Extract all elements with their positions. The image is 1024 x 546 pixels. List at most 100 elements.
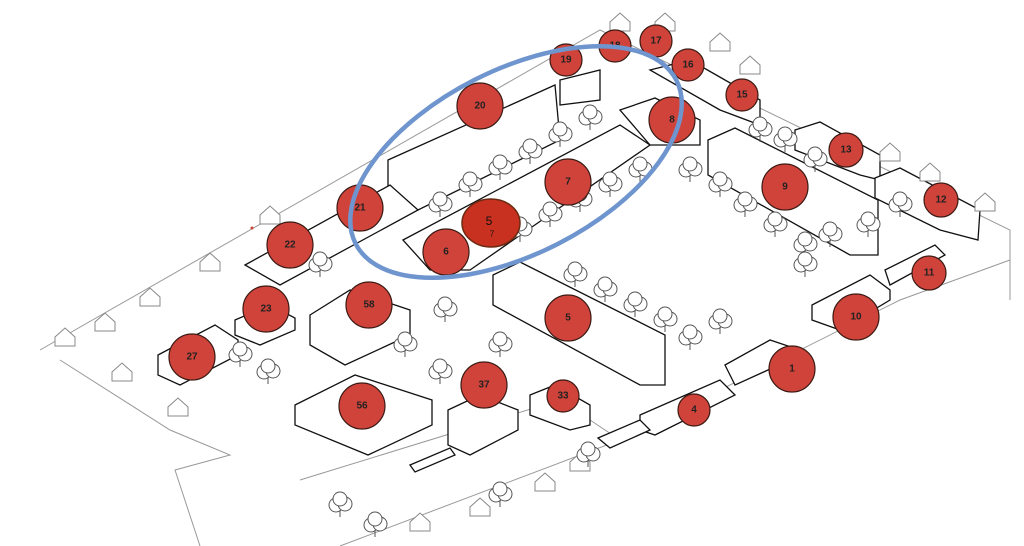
svg-text:9: 9 xyxy=(782,182,788,193)
tree-icon xyxy=(393,331,418,357)
marker-16[interactable]: 16 xyxy=(671,48,705,82)
tree-icon xyxy=(593,276,618,302)
svg-text:13: 13 xyxy=(840,145,852,156)
tree-icon xyxy=(803,146,828,172)
tree-icon xyxy=(578,104,603,130)
tree-icon xyxy=(598,171,623,197)
tree-icon xyxy=(458,171,483,197)
tree-icon xyxy=(678,156,703,182)
tree-icon xyxy=(256,358,281,384)
marker-56[interactable]: 56 xyxy=(338,382,386,430)
tree-icon xyxy=(763,211,788,237)
tree-icon xyxy=(748,116,773,142)
house-icon xyxy=(139,287,161,307)
tree-icon xyxy=(228,341,253,367)
marker-10[interactable]: 10 xyxy=(832,293,880,341)
house-icon xyxy=(919,162,941,182)
tree-icon xyxy=(653,306,678,332)
tree-icon xyxy=(623,291,648,317)
marker-7[interactable]: 7 xyxy=(544,158,592,206)
red-dot xyxy=(250,226,254,230)
tree-icon xyxy=(308,251,333,277)
marker-1[interactable]: 1 xyxy=(768,345,816,393)
tree-icon xyxy=(793,251,818,277)
marker-20[interactable]: 20 xyxy=(456,82,504,130)
svg-text:10: 10 xyxy=(850,312,862,323)
svg-text:37: 37 xyxy=(478,380,490,391)
highlighted-marker-5[interactable]: 5 7 xyxy=(461,198,521,248)
marker-37[interactable]: 37 xyxy=(460,361,508,409)
svg-text:11: 11 xyxy=(924,268,935,279)
house-icon xyxy=(167,397,189,417)
marker-6[interactable]: 6 xyxy=(422,228,470,276)
tree-icon xyxy=(433,296,458,322)
tree-icon xyxy=(488,154,513,180)
tree-icon xyxy=(773,126,798,152)
marker-22[interactable]: 22 xyxy=(266,221,314,269)
tree-icon xyxy=(363,511,388,537)
svg-text:16: 16 xyxy=(682,60,694,71)
tree-icon xyxy=(733,191,758,217)
house-icon xyxy=(259,205,281,225)
tree-icon xyxy=(428,191,453,217)
marker-58[interactable]: 58 xyxy=(345,281,393,329)
svg-text:5: 5 xyxy=(486,214,493,228)
svg-text:7: 7 xyxy=(490,230,495,239)
tree-icon xyxy=(856,211,881,237)
svg-text:56: 56 xyxy=(356,401,368,412)
trees xyxy=(228,104,913,537)
svg-text:20: 20 xyxy=(474,101,486,112)
marker-4[interactable]: 4 xyxy=(677,393,711,427)
house-icon xyxy=(199,252,221,272)
tree-icon xyxy=(708,308,733,334)
marker-9[interactable]: 9 xyxy=(761,163,809,211)
tree-icon xyxy=(888,191,913,217)
house-icon xyxy=(609,12,631,32)
svg-text:6: 6 xyxy=(443,247,449,258)
svg-text:22: 22 xyxy=(284,240,296,251)
tree-icon xyxy=(518,138,543,164)
house-icon xyxy=(534,472,556,492)
svg-text:19: 19 xyxy=(560,55,572,66)
tree-icon xyxy=(428,358,453,384)
markers: 19 18 17 16 15 20 8 13 7 9 12 21 22 6 11… xyxy=(168,24,959,430)
tree-icon xyxy=(488,331,513,357)
svg-text:33: 33 xyxy=(557,391,569,402)
house-icon xyxy=(111,362,133,382)
house-icon xyxy=(409,512,431,532)
svg-text:5: 5 xyxy=(565,313,571,324)
marker-21[interactable]: 21 xyxy=(336,184,384,232)
svg-text:27: 27 xyxy=(186,352,198,363)
marker-27[interactable]: 27 xyxy=(168,333,216,381)
selection-ellipse[interactable] xyxy=(314,0,718,326)
house-icon xyxy=(709,32,731,52)
houses xyxy=(54,12,996,532)
svg-text:7: 7 xyxy=(565,177,571,188)
svg-text:8: 8 xyxy=(669,115,675,126)
svg-text:12: 12 xyxy=(935,195,947,206)
tree-icon xyxy=(576,441,601,467)
tree-icon xyxy=(678,324,703,350)
marker-12[interactable]: 12 xyxy=(923,182,959,218)
house-icon xyxy=(974,192,996,212)
house-icon xyxy=(469,497,491,517)
svg-text:21: 21 xyxy=(354,203,366,214)
tree-icon xyxy=(708,171,733,197)
house-icon xyxy=(879,142,901,162)
svg-text:1: 1 xyxy=(789,364,795,375)
svg-text:4: 4 xyxy=(691,405,697,416)
tree-icon xyxy=(563,261,588,287)
marker-11[interactable]: 11 xyxy=(911,255,947,291)
svg-text:15: 15 xyxy=(736,90,748,101)
tree-icon xyxy=(818,221,843,247)
marker-33[interactable]: 33 xyxy=(546,379,580,413)
marker-13[interactable]: 13 xyxy=(828,132,864,168)
marker-15[interactable]: 15 xyxy=(725,78,759,112)
tree-icon xyxy=(548,121,573,147)
marker-23[interactable]: 23 xyxy=(242,285,290,333)
tree-icon xyxy=(793,231,818,257)
house-icon xyxy=(94,312,116,332)
svg-text:17: 17 xyxy=(650,36,662,47)
marker-5[interactable]: 5 xyxy=(544,294,592,342)
